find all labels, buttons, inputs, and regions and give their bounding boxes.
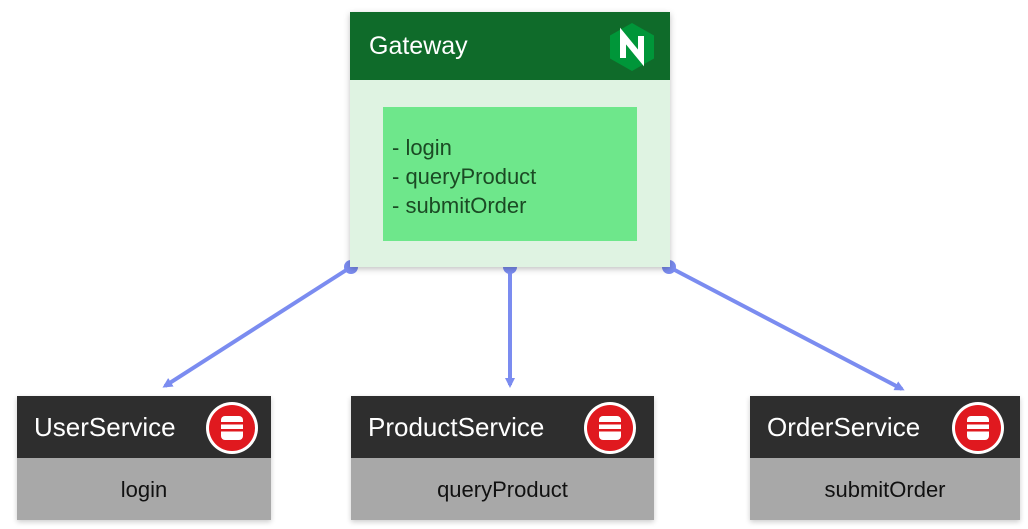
service-body: queryProduct	[351, 458, 654, 520]
service-node-product: ProductService queryProduct	[351, 396, 654, 520]
service-title: ProductService	[368, 412, 545, 442]
service-operation: queryProduct	[437, 477, 568, 502]
gateway-title: Gateway	[369, 32, 468, 60]
database-icon	[206, 402, 258, 454]
service-title: OrderService	[767, 412, 921, 442]
service-node-order: OrderService submitOrder	[750, 396, 1020, 520]
service-body: login	[17, 458, 271, 520]
gateway-routes: - login - queryProduct - submitOrder	[383, 107, 637, 241]
connector-to-productservice	[503, 260, 517, 388]
service-operation: submitOrder	[824, 477, 946, 502]
gateway-node: Gateway - login - queryProduct - submitO…	[350, 12, 670, 267]
service-title: UserService	[34, 412, 176, 442]
connector-to-userservice	[162, 260, 358, 388]
route-item: - submitOrder	[392, 193, 527, 218]
route-item: - login	[392, 135, 452, 160]
service-header: ProductService	[351, 396, 654, 458]
nginx-icon	[610, 23, 654, 71]
service-header: UserService	[17, 396, 271, 458]
service-header: OrderService	[750, 396, 1020, 458]
connector-to-orderservice	[662, 260, 905, 391]
service-operation: login	[120, 477, 168, 502]
gateway-header: Gateway	[350, 12, 670, 80]
database-icon	[952, 402, 1004, 454]
database-icon	[584, 402, 636, 454]
route-item: - queryProduct	[392, 164, 537, 189]
service-body: submitOrder	[750, 458, 1020, 520]
service-node-user: UserService login	[17, 396, 271, 520]
